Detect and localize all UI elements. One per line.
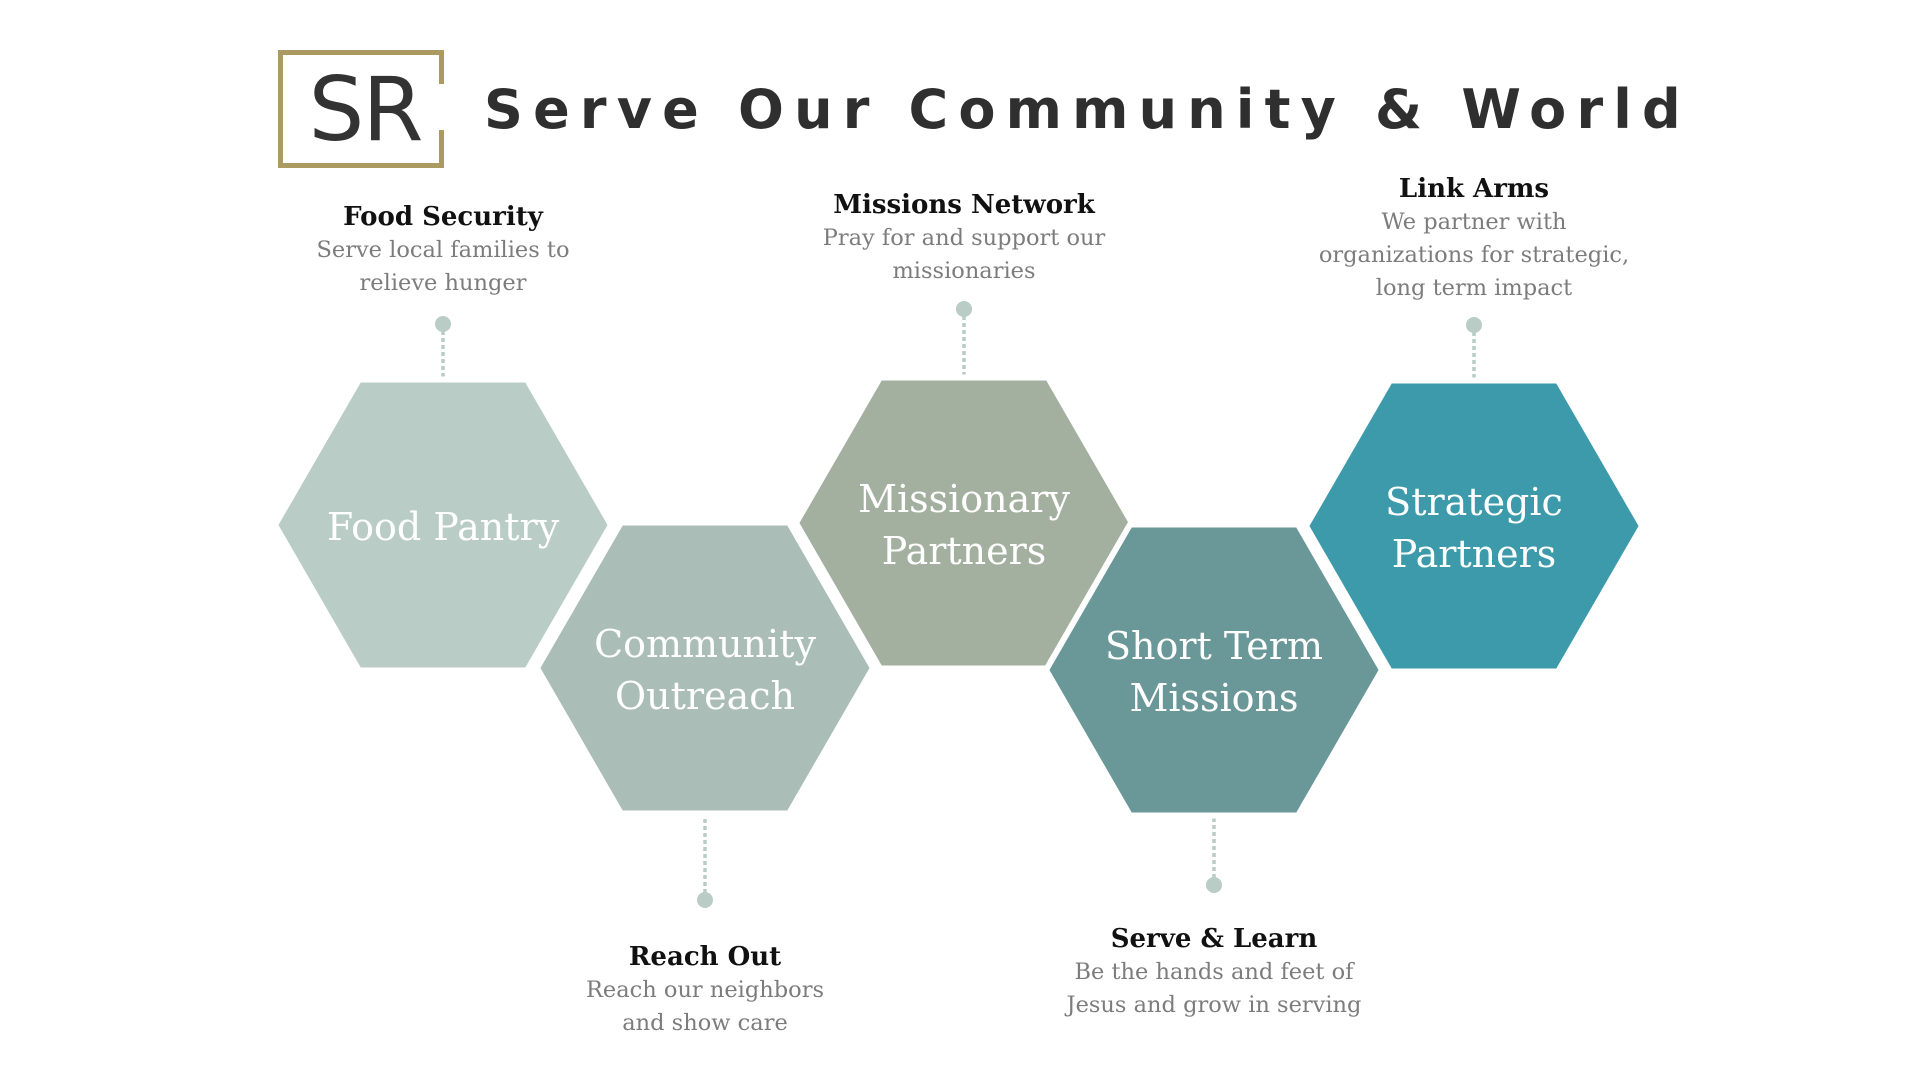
hexagon-community-outreach xyxy=(533,519,877,817)
callout-desc-line: missionaries xyxy=(892,258,1036,284)
hexagon-label-line: Food Pantry xyxy=(326,505,560,549)
callout-desc-line: Reach our neighbors xyxy=(585,977,824,1003)
callout-reach-out: Reach Out Reach our neighbors and show c… xyxy=(525,940,885,1040)
callout-serve-and-learn: Serve & Learn Be the hands and feet of J… xyxy=(1034,922,1394,1022)
callout-title: Reach Out xyxy=(628,942,782,972)
logo-monogram: SR xyxy=(308,58,423,161)
callout-title: Food Security xyxy=(343,202,543,232)
page-title: Serve Our Community & World xyxy=(484,78,1691,141)
logo-frame xyxy=(278,50,444,168)
connector-dot xyxy=(1206,877,1222,893)
callout-desc-line: Pray for and support our xyxy=(822,225,1106,251)
hexagon-label-line: Community xyxy=(594,622,816,666)
hexagon-food-pantry xyxy=(271,376,615,674)
connector-dot xyxy=(697,892,713,908)
callout-title: Link Arms xyxy=(1398,174,1550,204)
connector-dot xyxy=(435,316,451,332)
callout-description: We partner with organizations for strate… xyxy=(1294,206,1654,305)
callout-description: Be the hands and feet of Jesus and grow … xyxy=(1034,956,1394,1022)
hexagon-short-term-missions xyxy=(1042,521,1386,819)
callout-description: Pray for and support our missionaries xyxy=(784,222,1144,288)
hexagon-label-food-pantry: Food Pantry xyxy=(293,501,593,553)
hexagon-label-line: Short Term xyxy=(1105,624,1323,668)
hexagon-label-line: Strategic xyxy=(1385,480,1563,524)
hexagon-label-line: Missionary xyxy=(858,477,1070,521)
callout-desc-line: organizations for strategic, xyxy=(1318,242,1630,268)
hexagon-label-line: Partners xyxy=(1391,532,1557,576)
callout-description: Serve local families to relieve hunger xyxy=(263,234,623,300)
callout-desc-line: We partner with xyxy=(1381,209,1567,235)
callout-link-arms: Link Arms We partner with organizations … xyxy=(1294,172,1654,305)
callout-desc-line: and show care xyxy=(622,1010,788,1036)
hexagon-label-line: Partners xyxy=(881,529,1047,573)
callout-title: Serve & Learn xyxy=(1110,924,1318,954)
callout-desc-line: relieve hunger xyxy=(359,270,527,296)
hexagon-strategic-partners xyxy=(1302,377,1646,675)
callout-description: Reach our neighbors and show care xyxy=(525,974,885,1040)
callout-missions-network: Missions Network Pray for and support ou… xyxy=(784,188,1144,288)
hexagon-label-line: Outreach xyxy=(615,674,795,718)
connector-dot xyxy=(956,301,972,317)
connector-dot xyxy=(1466,317,1482,333)
callout-title: Missions Network xyxy=(833,190,1095,220)
callout-desc-line: long term impact xyxy=(1375,275,1573,301)
logo: SR xyxy=(278,50,444,168)
callout-desc-line: Serve local families to xyxy=(316,237,570,263)
callout-desc-line: Jesus and grow in serving xyxy=(1066,992,1362,1018)
callout-desc-line: Be the hands and feet of xyxy=(1074,959,1354,985)
hexagon-label-line: Missions xyxy=(1129,676,1299,720)
callout-food-security: Food Security Serve local families to re… xyxy=(263,200,623,300)
